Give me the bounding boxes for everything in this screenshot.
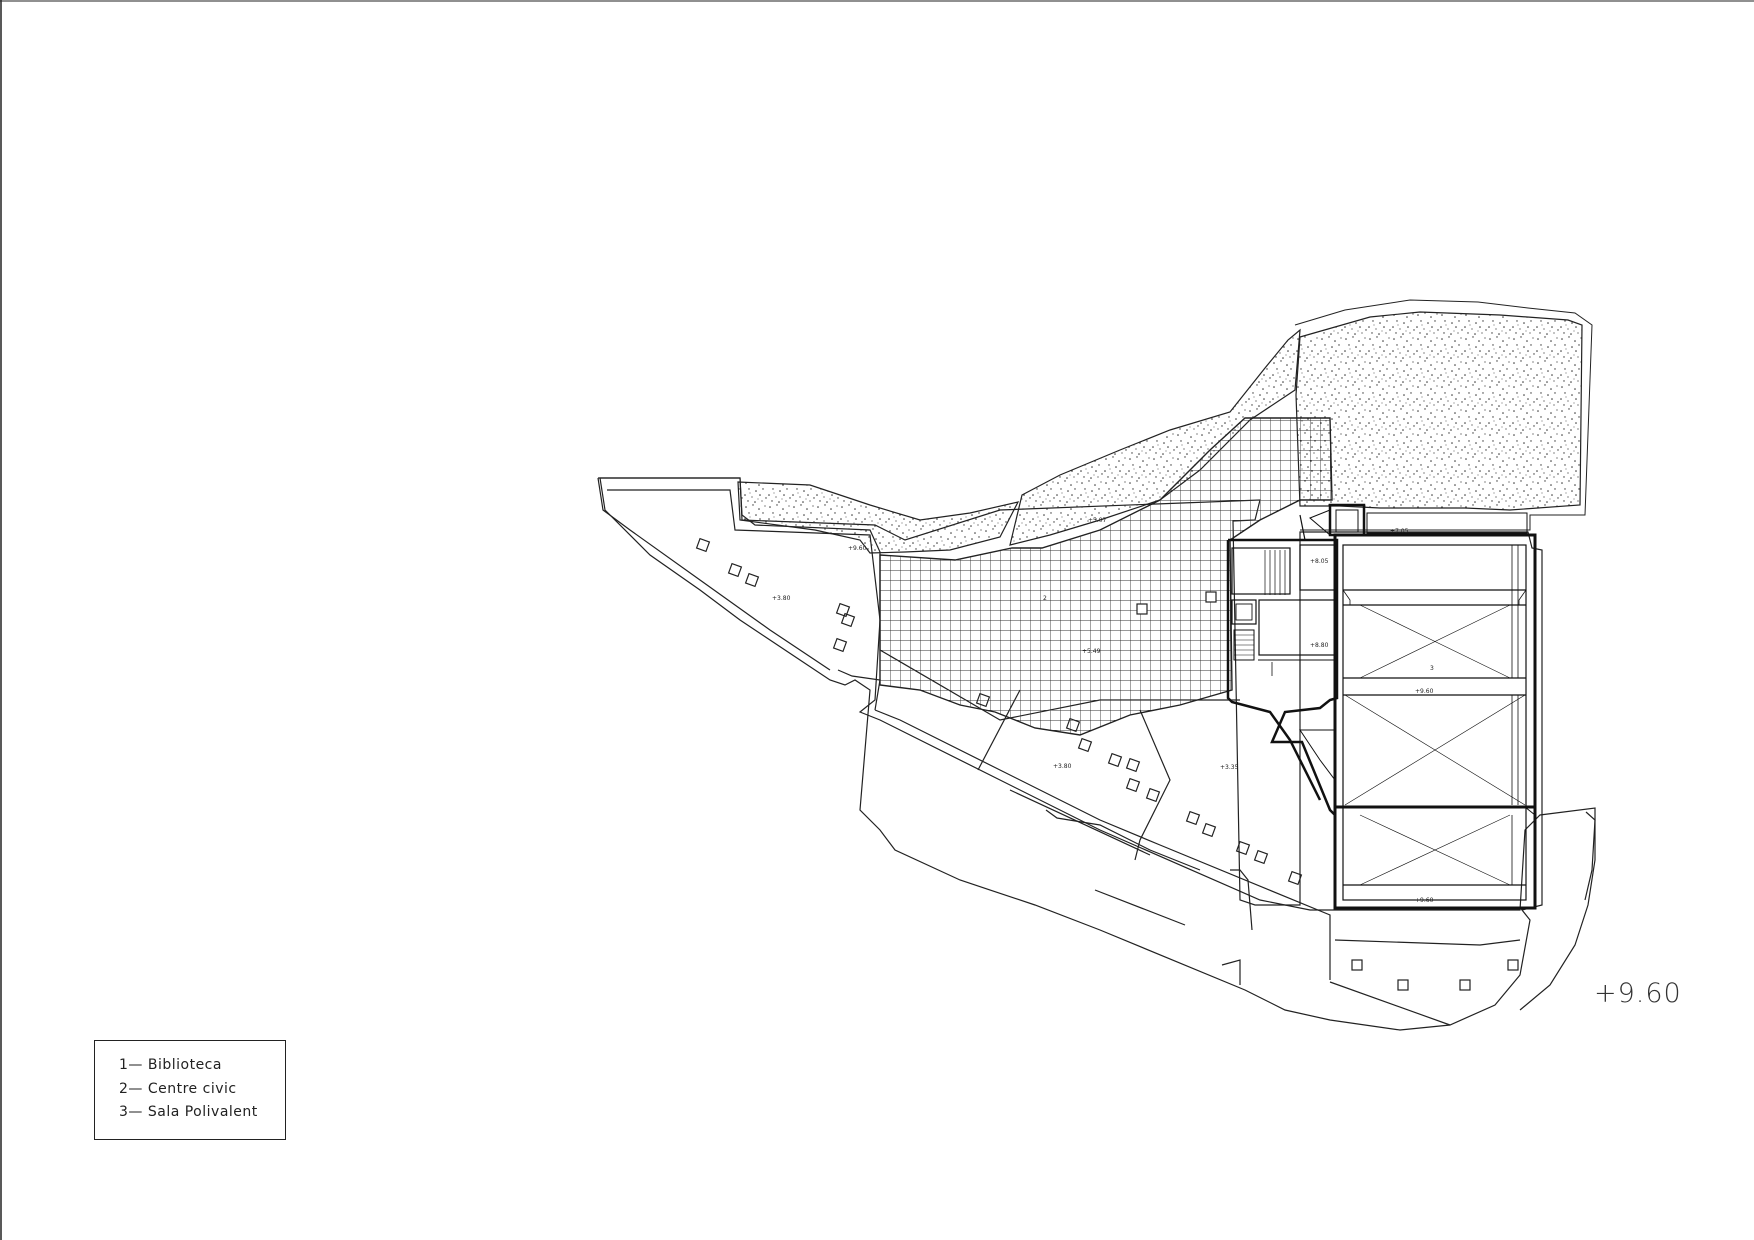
room-number: 2	[1043, 595, 1047, 602]
legend-box: 1— Biblioteca 2— Centre civic 3— Sala Po…	[94, 1040, 286, 1140]
level-mark: +9.60	[1415, 897, 1434, 904]
legend-item-biblioteca: 1— Biblioteca	[119, 1057, 222, 1073]
level-mark: +3.35	[1220, 764, 1239, 771]
skylights	[695, 537, 1519, 991]
legend-item-centre-civic: 2— Centre civic	[119, 1080, 237, 1097]
legend-item-sala-polivalent: 3— Sala Polivalent	[119, 1104, 258, 1120]
level-mark: +5.49	[1082, 648, 1101, 655]
floor-level-label: +9.60	[1594, 978, 1682, 1009]
green-roof-planters	[737, 299, 1593, 554]
level-mark: +8.05	[1310, 558, 1329, 565]
room-number: 3	[1430, 665, 1434, 672]
level-mark: +3.80	[772, 595, 791, 602]
level-mark: +9.60	[848, 545, 867, 552]
level-marks: +3.80 +5.49 +5.07 +9.60 +7.05 +8.05 +8.8…	[772, 517, 1434, 904]
level-mark: +9.60	[1415, 688, 1434, 695]
level-mark: +7.05	[1390, 528, 1409, 535]
level-mark: +5.07	[1088, 517, 1107, 524]
level-mark: +8.80	[1310, 642, 1329, 649]
level-mark: +3.80	[1053, 763, 1072, 770]
tiled-roof-area	[879, 417, 1333, 736]
hall-block	[1333, 512, 1537, 910]
